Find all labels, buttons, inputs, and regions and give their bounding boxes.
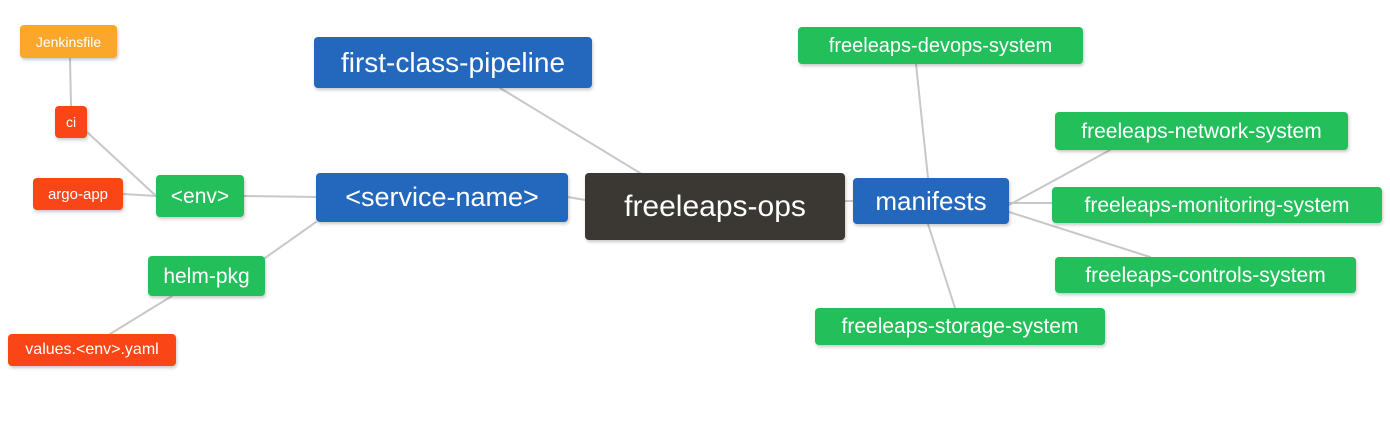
edge-first-class-pipeline-to-freeleaps-ops [499, 87, 641, 174]
mindmap-node-jenkinsfile[interactable]: Jenkinsfile [20, 25, 117, 58]
edge-helm-pkg-to-values-yaml [109, 295, 173, 335]
mindmap-node-freeleaps-storage-system[interactable]: freeleaps-storage-system [815, 308, 1105, 345]
mindmap-node-values-yaml[interactable]: values.<env>.yaml [8, 334, 176, 366]
edge-manifests-to-freeleaps-storage-system [927, 223, 956, 309]
mindmap-node-env[interactable]: <env> [156, 175, 244, 217]
mindmap-node-ci[interactable]: ci [55, 106, 87, 138]
mindmap-node-freeleaps-monitoring-system[interactable]: freeleaps-monitoring-system [1052, 187, 1382, 223]
mindmap-node-freeleaps-ops[interactable]: freeleaps-ops [585, 173, 845, 240]
edge-env-to-service-name [243, 195, 317, 198]
edge-service-name-to-helm-pkg [264, 221, 317, 259]
mindmap-node-helm-pkg[interactable]: helm-pkg [148, 256, 265, 296]
mindmap-node-manifests[interactable]: manifests [853, 178, 1009, 224]
edge-manifests-to-freeleaps-devops-system [915, 63, 929, 179]
edge-service-name-to-freeleaps-ops [567, 196, 586, 201]
mindmap-node-service-name[interactable]: <service-name> [316, 173, 568, 222]
mindmap-node-freeleaps-devops-system[interactable]: freeleaps-devops-system [798, 27, 1083, 64]
mindmap-node-freeleaps-network-system[interactable]: freeleaps-network-system [1055, 112, 1348, 150]
edge-jenkinsfile-to-ci [69, 57, 72, 107]
mindmap-node-first-class-pipeline[interactable]: first-class-pipeline [314, 37, 592, 88]
mindmap-node-freeleaps-controls-system[interactable]: freeleaps-controls-system [1055, 257, 1356, 293]
mindmap-node-argo-app[interactable]: argo-app [33, 178, 123, 210]
edge-argo-app-to-env [122, 193, 157, 197]
